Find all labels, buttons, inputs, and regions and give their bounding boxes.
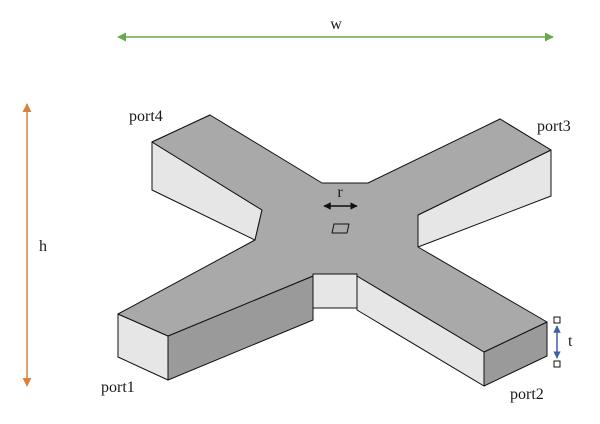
port2-label: port2 — [510, 386, 544, 403]
thickness-label: t — [568, 333, 573, 350]
width-dimension: w — [117, 16, 554, 42]
height-dimension: h — [22, 103, 47, 387]
cross-junction-body — [117, 114, 552, 387]
width-label: w — [330, 16, 342, 33]
port1-label: port1 — [101, 379, 135, 396]
port4-label: port4 — [129, 108, 163, 125]
thickness-handle-bottom — [553, 360, 561, 368]
center-notch-face — [312, 273, 358, 309]
thickness-handle-top — [553, 316, 561, 324]
center-marker-icon — [331, 223, 350, 234]
thickness-dimension: t — [553, 316, 573, 368]
radius-dimension: r — [323, 184, 358, 210]
height-label: h — [39, 238, 47, 255]
port3-label: port3 — [537, 118, 571, 135]
radius-label: r — [337, 184, 343, 201]
